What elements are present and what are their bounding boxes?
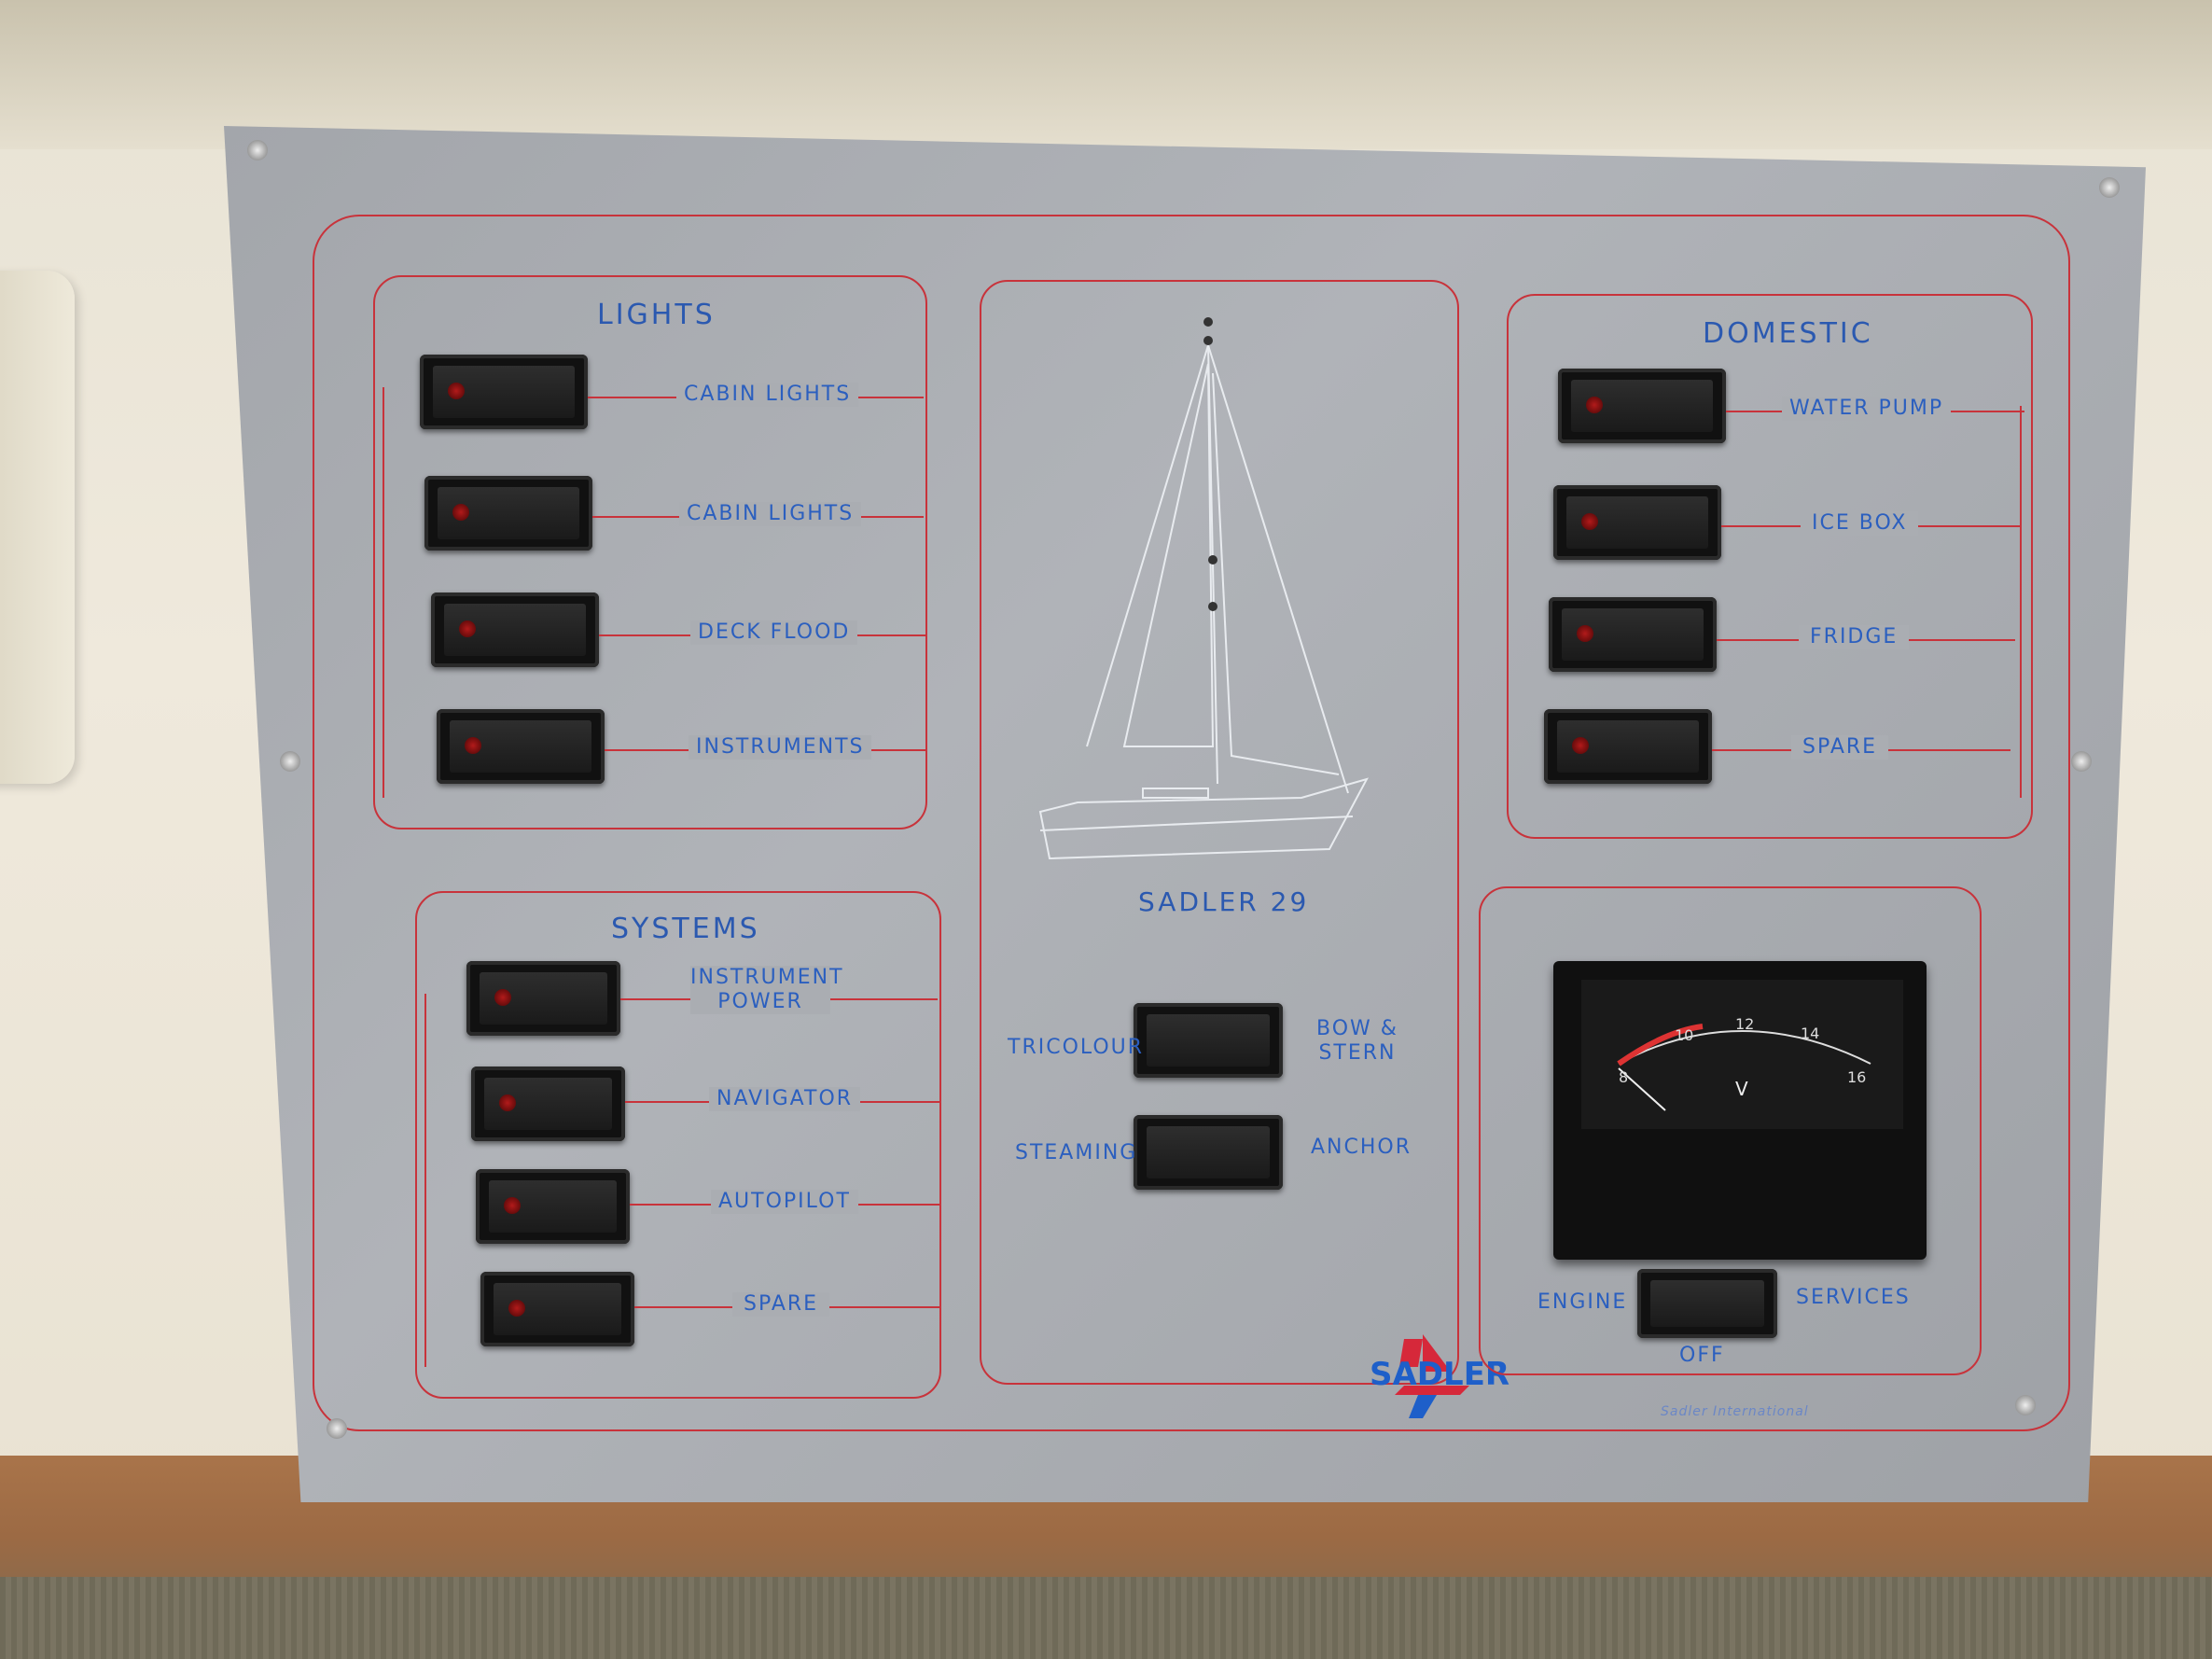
systems-label-4: SPARE: [732, 1292, 829, 1317]
anchor-label: ANCHOR: [1311, 1136, 1412, 1159]
steaming-anchor-switch[interactable]: [1134, 1115, 1283, 1190]
lights-label-4: INSTRUMENTS: [689, 735, 871, 760]
tick-12: 12: [1735, 1015, 1755, 1033]
wall: [0, 0, 2212, 149]
maker-label: Sadler International: [1661, 1404, 1809, 1419]
tick-16: 16: [1847, 1068, 1867, 1086]
domestic-title: DOMESTIC: [1703, 317, 1873, 350]
systems-bus: [424, 994, 426, 1367]
floor-mat: [0, 1577, 2212, 1659]
screw-icon: [2015, 1395, 2036, 1415]
engine-label: ENGINE: [1537, 1290, 1628, 1314]
off-label: OFF: [1679, 1344, 1725, 1367]
systems-label-3: AUTOPILOT: [711, 1190, 858, 1214]
indicator-lamp-icon: [1577, 625, 1593, 642]
tick-10: 10: [1675, 1026, 1694, 1044]
lights-switch-3[interactable]: [431, 592, 599, 667]
systems-label-1: INSTRUMENT POWER: [690, 966, 844, 1013]
indicator-lamp-icon: [508, 1300, 525, 1317]
tricolour-label: TRICOLOUR: [1008, 1036, 1145, 1059]
tick-14: 14: [1801, 1025, 1820, 1042]
lights-label-3: DECK FLOOD: [690, 620, 857, 645]
wall-fixture: [0, 271, 75, 784]
screw-icon: [280, 751, 300, 772]
indicator-lamp-icon: [452, 504, 469, 521]
systems-switch-3[interactable]: [476, 1169, 630, 1244]
domestic-switch-4[interactable]: [1544, 709, 1712, 784]
systems-label-2: NAVIGATOR: [709, 1087, 860, 1111]
steaming-label: STEAMING: [1015, 1141, 1138, 1164]
indicator-lamp-icon: [499, 1094, 516, 1111]
bow-stern-label: BOW & STERN: [1316, 1017, 1398, 1065]
screw-icon: [2071, 751, 2092, 772]
sailboat-illustration: [1022, 308, 1413, 868]
lights-switch-2[interactable]: [424, 476, 592, 551]
lights-label-1: CABIN LIGHTS: [676, 383, 858, 407]
lights-switch-4[interactable]: [437, 709, 605, 784]
domestic-switch-3[interactable]: [1549, 597, 1717, 672]
domestic-label-3: FRIDGE: [1799, 625, 1909, 649]
indicator-lamp-icon: [448, 383, 465, 399]
tick-8: 8: [1619, 1068, 1629, 1086]
lights-title: LIGHTS: [597, 299, 716, 331]
switch-panel: LIGHTS CABIN LIGHTS CABIN LIGHTS DECK FL…: [224, 126, 2146, 1502]
indicator-lamp-icon: [1586, 397, 1603, 413]
domestic-bus: [2020, 406, 2022, 798]
voltmeter-dial: 8 10 12 14 16 V: [1581, 980, 1903, 1129]
lights-bus: [383, 387, 384, 798]
indicator-lamp-icon: [504, 1197, 521, 1214]
systems-switch-4[interactable]: [480, 1272, 634, 1346]
unit-label: V: [1735, 1078, 1748, 1100]
sadler-logo: [1367, 1330, 1507, 1423]
domestic-label-2: ICE BOX: [1801, 511, 1918, 536]
meter-selector-switch[interactable]: [1637, 1269, 1777, 1338]
domestic-label-1: WATER PUMP: [1782, 397, 1951, 421]
domestic-switch-1[interactable]: [1558, 369, 1726, 443]
voltmeter: 8 10 12 14 16 V: [1553, 961, 1927, 1260]
boat-name: SADLER 29: [1138, 886, 1310, 917]
indicator-lamp-icon: [494, 989, 511, 1006]
domestic-label-4: SPARE: [1791, 735, 1888, 760]
domestic-switch-2[interactable]: [1553, 485, 1721, 560]
tricolour-switch[interactable]: [1134, 1003, 1283, 1078]
systems-switch-2[interactable]: [471, 1066, 625, 1141]
systems-title: SYSTEMS: [611, 913, 760, 945]
screw-icon: [2099, 177, 2120, 198]
screw-icon: [327, 1418, 347, 1439]
lights-switch-1[interactable]: [420, 355, 588, 429]
lights-label-2: CABIN LIGHTS: [679, 502, 861, 526]
systems-switch-1[interactable]: [466, 961, 620, 1036]
screw-icon: [247, 140, 268, 160]
indicator-lamp-icon: [465, 737, 481, 754]
services-label: SERVICES: [1796, 1286, 1911, 1309]
indicator-lamp-icon: [1572, 737, 1589, 754]
indicator-lamp-icon: [1581, 513, 1598, 530]
indicator-lamp-icon: [459, 620, 476, 637]
